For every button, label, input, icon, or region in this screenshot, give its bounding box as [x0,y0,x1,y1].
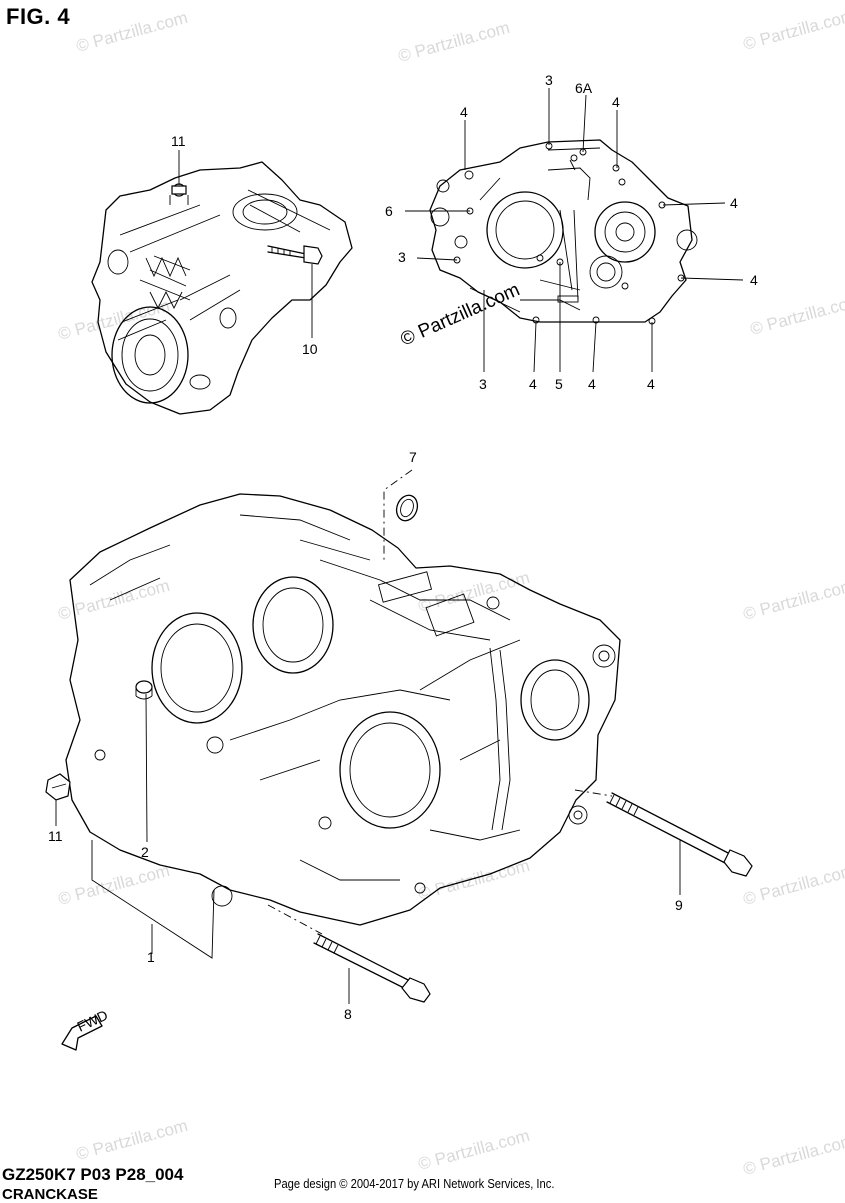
watermark: © Partzilla.com [741,1131,845,1179]
watermark: © Partzilla.com [74,1116,190,1164]
callout-4: 4 [750,272,758,288]
watermark: © Partzilla.com [416,568,532,616]
plug-11 [45,773,71,801]
callout-8: 8 [344,1006,352,1022]
bolt-long-9 [606,792,753,877]
watermark: © Partzilla.com [396,18,512,66]
watermark: © Partzilla.com [56,576,172,624]
callout-4: 4 [529,376,537,392]
callout-3: 3 [479,376,487,392]
callout-4: 4 [588,376,596,392]
callout-5: 5 [555,376,563,392]
watermark: © Partzilla.com [416,856,532,904]
watermark: © Partzilla.com [741,861,845,909]
callout-2: 2 [141,844,149,860]
bolt-long-8 [313,933,431,1003]
callout-4: 4 [647,376,655,392]
crankcase-left-half-exterior [91,161,353,415]
leader-lines [55,88,744,1004]
crankcase-assembly [65,493,621,926]
model-code: GZ250K7 P03 P28_004 [2,1165,184,1184]
callout-10: 10 [302,341,318,357]
callout-6: 6 [385,203,393,219]
callout-4: 4 [612,94,620,110]
o-ring [395,494,419,522]
fwd-arrow-icon: FWD [61,1007,110,1051]
callout-9: 9 [675,897,683,913]
watermark: © Partzilla.com [741,576,845,624]
callout-3: 3 [398,249,406,265]
callout-4: 4 [730,195,738,211]
callout-3: 3 [545,72,553,88]
copyright-notice: Page design © 2004-2017 by ARI Network S… [274,1176,555,1191]
callout-11: 11 [171,133,186,149]
callout-11: 11 [48,828,63,844]
watermark: © Partzilla.com [748,291,845,339]
callout-7: 7 [409,449,417,465]
watermark: © Partzilla.com [741,6,845,54]
watermarks: © Partzilla.com © Partzilla.com © Partzi… [56,6,845,1179]
callout-numbers: 1 2 3 3 3 4 4 4 4 4 4 4 4 5 6 6A 7 8 9 1… [48,72,758,1022]
callout-4: 4 [460,104,468,120]
watermark: © Partzilla.com [56,861,172,909]
figure-title: FIG. 4 [6,4,71,29]
watermark: © Partzilla.com [56,296,172,344]
section-name: CRANCKASE [2,1186,98,1203]
crankcase-right-half-interior [429,139,698,325]
callout-1: 1 [147,949,155,965]
watermark: © Partzilla.com [416,1126,532,1174]
callout-6a: 6A [575,80,593,96]
prominent-watermark: © Partzilla.com [397,279,523,350]
watermark: © Partzilla.com [74,8,190,56]
